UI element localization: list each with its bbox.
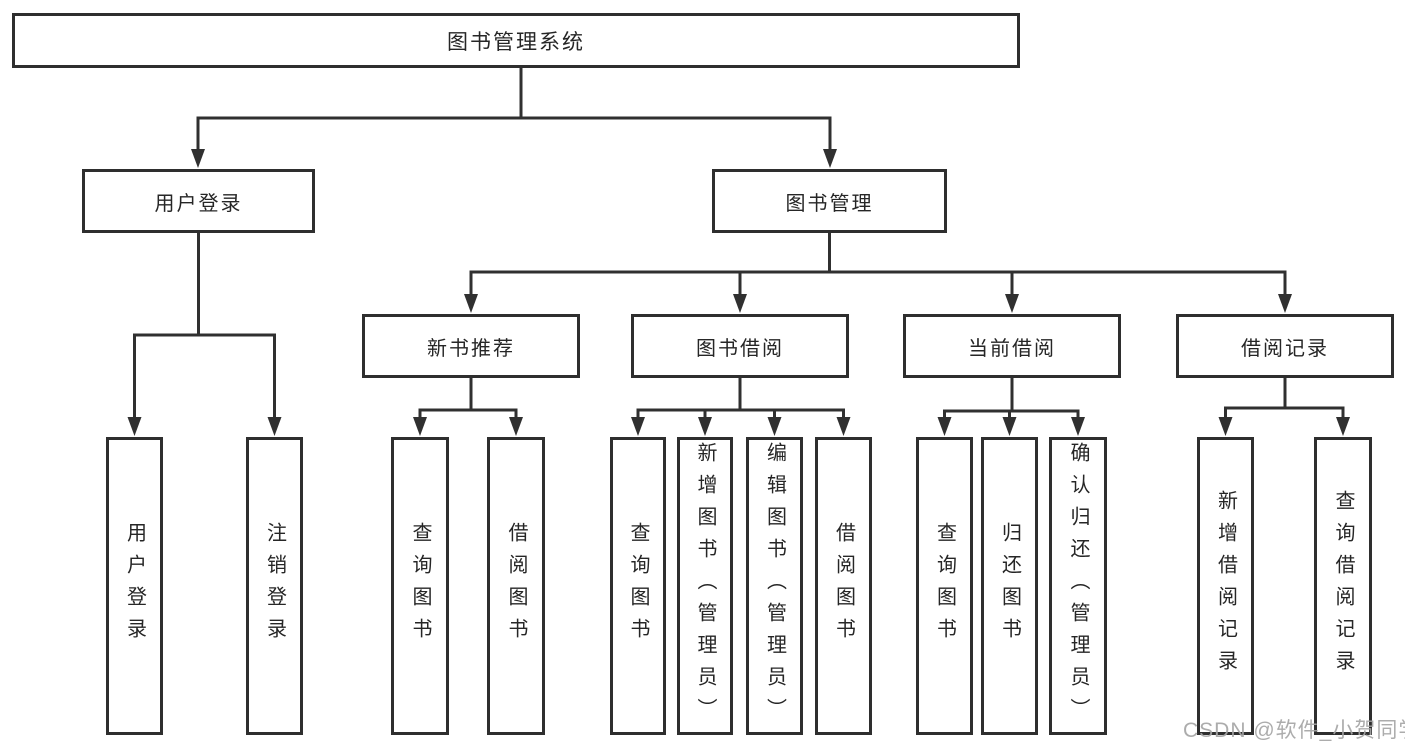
leaf-borrow-book: 借阅图书 — [815, 437, 872, 735]
leaf-logout: 注销登录 — [246, 437, 303, 735]
node-current-borrow: 当前借阅 — [903, 314, 1121, 378]
leaf-borrow-book-recommend: 借阅图书 — [487, 437, 545, 735]
node-root-system: 图书管理系统 — [12, 13, 1020, 68]
node-user-login: 用户登录 — [82, 169, 315, 233]
leaf-add-book-admin: 新增图书（管理员） — [677, 437, 733, 735]
node-book-management: 图书管理 — [712, 169, 947, 233]
leaf-query-book-recommend: 查询图书 — [391, 437, 449, 735]
csdn-watermark: CSDN @软件_小贺同学 — [1183, 719, 1405, 742]
node-borrow-records: 借阅记录 — [1176, 314, 1394, 378]
node-new-book-recommend: 新书推荐 — [362, 314, 580, 378]
leaf-query-book-borrow: 查询图书 — [610, 437, 666, 735]
arrowhead-group — [127, 149, 1350, 436]
leaf-edit-book-admin: 编辑图书（管理员） — [746, 437, 803, 735]
leaf-query-book-current: 查询图书 — [916, 437, 973, 735]
node-book-borrow: 图书借阅 — [631, 314, 849, 378]
leaf-query-borrow-record: 查询借阅记录 — [1314, 437, 1372, 735]
leaf-return-book: 归还图书 — [981, 437, 1038, 735]
leaf-user-login: 用户登录 — [106, 437, 163, 735]
leaf-add-borrow-record: 新增借阅记录 — [1197, 437, 1254, 735]
leaf-confirm-return-admin: 确认归还（管理员） — [1049, 437, 1107, 735]
